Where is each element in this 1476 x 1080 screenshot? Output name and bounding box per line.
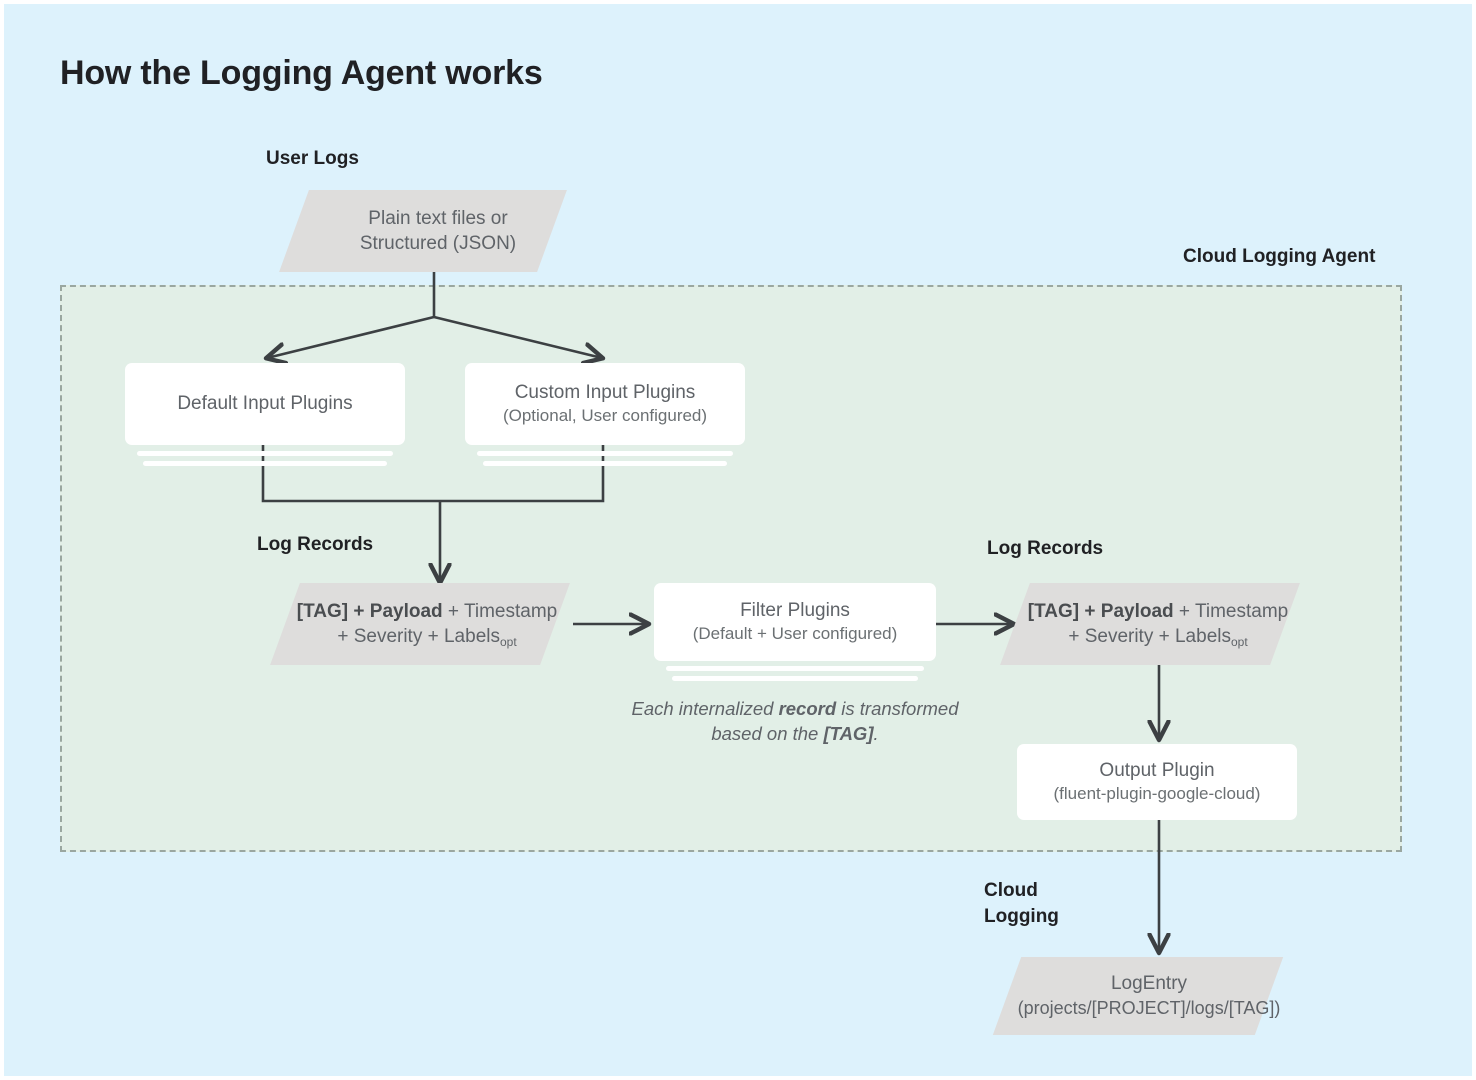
node-log-entry-shape xyxy=(992,957,1284,1035)
label-log-records-left: Log Records xyxy=(257,534,374,555)
default-input-plugins-title: Default Input Plugins xyxy=(177,392,353,414)
output-plugin-subtitle: (fluent-plugin-google-cloud) xyxy=(1053,784,1261,804)
node-output-plugin[interactable]: Output Plugin (fluent-plugin-google-clou… xyxy=(1017,744,1297,820)
node-default-input-plugins[interactable]: Default Input Plugins xyxy=(125,363,405,445)
caption-part-3: . xyxy=(873,723,879,745)
output-plugin-title: Output Plugin xyxy=(1099,759,1215,781)
filter-plugins-subtitle: (Default + User configured) xyxy=(692,624,898,644)
filter-plugins-stack-line-2 xyxy=(672,676,918,681)
node-custom-input-plugins[interactable]: Custom Input Plugins (Optional, User con… xyxy=(465,363,745,445)
filter-plugins-title: Filter Plugins xyxy=(740,599,850,621)
custom-input-stack-line-1 xyxy=(477,451,733,456)
label-cloud-logging: Cloud Logging xyxy=(984,880,1059,927)
filter-plugins-stack-line-1 xyxy=(666,666,924,671)
custom-input-stack-line-2 xyxy=(483,461,727,466)
caption-bold-tag: [TAG] xyxy=(823,723,874,745)
node-log-record-right-shape xyxy=(1000,583,1300,665)
diagram-canvas: How the Logging Agent works User Logs Cl… xyxy=(4,4,1472,1076)
default-input-stack-line-1 xyxy=(137,451,393,456)
node-log-record-left-shape xyxy=(270,583,570,665)
caption-part-1: Each internalized xyxy=(631,698,779,719)
label-user-logs: User Logs xyxy=(266,148,359,169)
custom-input-plugins-subtitle: (Optional, User configured) xyxy=(502,406,708,426)
label-cloud-logging-agent: Cloud Logging Agent xyxy=(1183,246,1376,267)
caption-bold-record: record xyxy=(778,698,837,719)
default-input-stack-line-2 xyxy=(143,461,387,466)
custom-input-plugins-title: Custom Input Plugins xyxy=(514,381,696,403)
node-filter-plugins[interactable]: Filter Plugins (Default + User configure… xyxy=(654,583,936,661)
page-title: How the Logging Agent works xyxy=(60,54,543,92)
transform-caption: Each internalized record is transformed … xyxy=(629,696,961,746)
label-log-records-right: Log Records xyxy=(987,538,1104,559)
node-user-log-source-shape xyxy=(279,190,567,272)
caption-part-2: is transformed based on the xyxy=(711,698,959,745)
